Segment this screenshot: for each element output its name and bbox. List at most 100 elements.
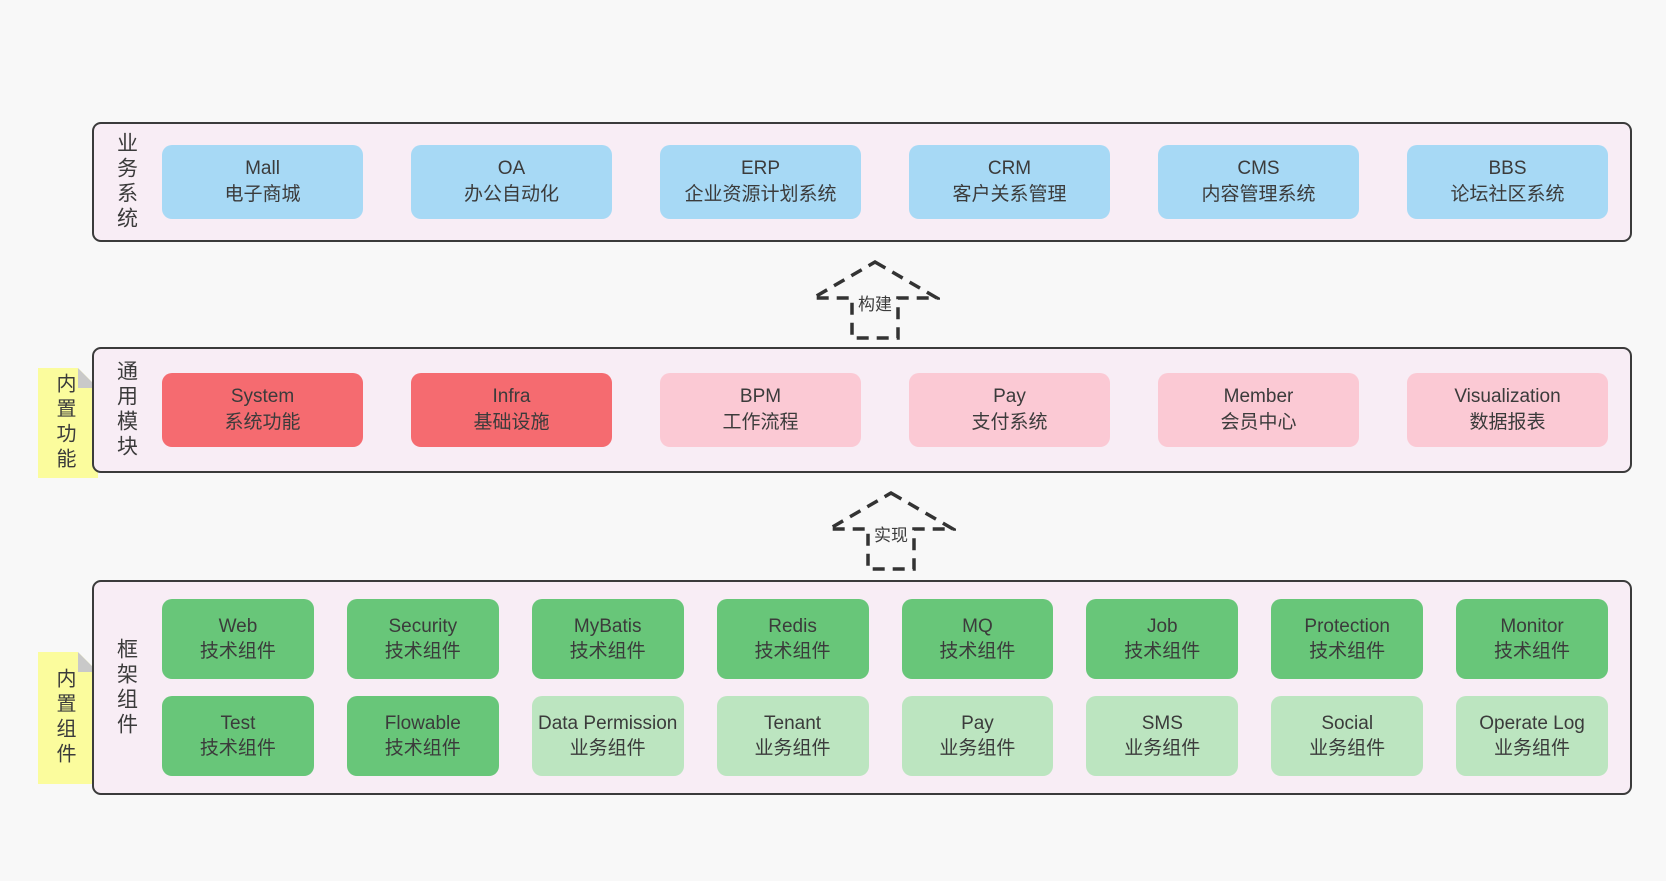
dashed-up-arrow-icon <box>826 490 956 571</box>
box-title: System <box>230 386 295 407</box>
box-test: Test 技术组件 <box>162 696 314 776</box>
box-redis: Redis 技术组件 <box>716 599 869 679</box>
box-subtitle: 内容管理系统 <box>1201 184 1316 205</box>
box-system: System 系统功能 <box>162 373 363 447</box>
box-title: BPM <box>739 386 782 407</box>
box-job: Job 技术组件 <box>1086 599 1239 679</box>
framework-row-business: Test 技术组件 Flowable 技术组件 Data Permission … <box>162 696 1608 776</box>
box-bbs: BBS 论坛社区系统 <box>1407 145 1608 219</box>
box-security: Security 技术组件 <box>346 599 499 679</box>
box-title: Security <box>388 616 458 637</box>
box-web: Web 技术组件 <box>162 599 314 679</box>
dashed-up-arrow-icon <box>810 259 940 340</box>
box-subtitle: 电子商城 <box>224 184 301 205</box>
sticky-note-built-in-components: 内置组件 <box>38 652 98 784</box>
box-pay-component: Pay 业务组件 <box>901 696 1054 776</box>
box-erp: ERP 企业资源计划系统 <box>660 145 861 219</box>
box-subtitle: 技术组件 <box>199 641 276 662</box>
box-subtitle: 业务组件 <box>1124 738 1201 759</box>
panel-framework-components: 框架组件 Web 技术组件 Security 技术组件 MyBatis 技术组件… <box>92 580 1632 795</box>
framework-row-tech: Web 技术组件 Security 技术组件 MyBatis 技术组件 Redi… <box>162 599 1608 679</box>
business-boxes-row: Mall 电子商城 OA 办公自动化 ERP 企业资源计划系统 CRM 客户关系… <box>150 124 1630 240</box>
box-tenant: Tenant 业务组件 <box>716 696 869 776</box>
box-protection: Protection 技术组件 <box>1271 599 1424 679</box>
box-subtitle: 技术组件 <box>1124 641 1201 662</box>
box-subtitle: 基础设施 <box>473 412 550 433</box>
box-title: Test <box>220 713 256 734</box>
box-title: Protection <box>1304 616 1390 637</box>
box-subtitle: 技术组件 <box>939 641 1016 662</box>
box-subtitle: 技术组件 <box>1309 641 1386 662</box>
framework-boxes-grid: Web 技术组件 Security 技术组件 MyBatis 技术组件 Redi… <box>150 582 1630 793</box>
box-subtitle: 业务组件 <box>754 738 831 759</box>
box-subtitle: 支付系统 <box>971 412 1048 433</box>
box-title: MQ <box>962 616 993 637</box>
module-boxes-row: System 系统功能 Infra 基础设施 BPM 工作流程 Pay 支付系统… <box>150 349 1630 471</box>
box-subtitle: 办公自动化 <box>463 184 559 205</box>
box-title: Pay <box>961 713 994 734</box>
box-title: Pay <box>993 386 1026 407</box>
box-title: Operate Log <box>1479 713 1585 734</box>
sticky-note-built-in-features: 内置功能 <box>38 368 98 478</box>
box-subtitle: 客户关系管理 <box>952 184 1067 205</box>
panel-side-label: 框架组件 <box>94 582 150 793</box>
box-title: SMS <box>1141 713 1183 734</box>
box-title: Infra <box>492 386 531 407</box>
panel-side-label: 业务系统 <box>94 124 150 240</box>
panel-side-label-text: 通用模块 <box>114 360 138 460</box>
box-title: Monitor <box>1500 616 1564 637</box>
box-subtitle: 技术组件 <box>754 641 831 662</box>
box-title: CRM <box>987 158 1032 179</box>
box-sms: SMS 业务组件 <box>1086 696 1239 776</box>
sticky-note-label: 内置功能 <box>53 373 75 473</box>
box-title: Tenant <box>764 713 822 734</box>
box-title: Job <box>1146 616 1178 637</box>
box-infra: Infra 基础设施 <box>411 373 612 447</box>
box-title: Data Permission <box>537 713 678 734</box>
sticky-note-label: 内置组件 <box>53 668 75 768</box>
box-pay-system: Pay 支付系统 <box>909 373 1110 447</box>
box-flowable: Flowable 技术组件 <box>346 696 499 776</box>
box-operate-log: Operate Log 业务组件 <box>1456 696 1608 776</box>
box-subtitle: 业务组件 <box>569 738 646 759</box>
box-subtitle: 业务组件 <box>1494 738 1571 759</box>
box-subtitle: 业务组件 <box>939 738 1016 759</box>
box-mq: MQ 技术组件 <box>901 599 1054 679</box>
box-subtitle: 技术组件 <box>384 641 461 662</box>
box-title: Social <box>1321 713 1374 734</box>
box-title: OA <box>497 158 526 179</box>
box-title: Flowable <box>384 713 461 734</box>
build-arrow-label: 构建 <box>855 290 895 315</box>
box-monitor: Monitor 技术组件 <box>1456 599 1608 679</box>
build-arrow: 构建 <box>810 258 940 342</box>
box-title: Mall <box>245 158 280 179</box>
box-data-permission: Data Permission 业务组件 <box>531 696 684 776</box>
box-title: Web <box>218 616 258 637</box>
box-subtitle: 系统功能 <box>224 412 301 433</box>
panel-side-label-text: 框架组件 <box>114 637 138 738</box>
box-social: Social 业务组件 <box>1271 696 1424 776</box>
box-crm: CRM 客户关系管理 <box>909 145 1110 219</box>
box-mybatis: MyBatis 技术组件 <box>531 599 684 679</box>
box-subtitle: 论坛社区系统 <box>1450 184 1565 205</box>
box-title: CMS <box>1237 158 1280 179</box>
box-subtitle: 会员中心 <box>1220 412 1297 433</box>
panel-side-label: 通用模块 <box>94 349 150 471</box>
box-title: BBS <box>1488 158 1527 179</box>
box-cms: CMS 内容管理系统 <box>1158 145 1359 219</box>
panel-common-modules: 通用模块 System 系统功能 Infra 基础设施 BPM 工作流程 Pay… <box>92 347 1632 473</box>
box-subtitle: 技术组件 <box>384 738 461 759</box>
box-subtitle: 技术组件 <box>569 641 646 662</box>
box-title: ERP <box>740 158 781 179</box>
box-title: Visualization <box>1454 386 1561 407</box>
implement-arrow: 实现 <box>826 489 956 573</box>
box-mall: Mall 电子商城 <box>162 145 363 219</box>
box-oa: OA 办公自动化 <box>411 145 612 219</box>
box-title: MyBatis <box>573 616 642 637</box>
implement-arrow-label: 实现 <box>871 521 911 546</box>
box-bpm: BPM 工作流程 <box>660 373 861 447</box>
box-subtitle: 企业资源计划系统 <box>684 184 837 205</box>
box-subtitle: 技术组件 <box>1494 641 1571 662</box>
box-subtitle: 业务组件 <box>1309 738 1386 759</box>
